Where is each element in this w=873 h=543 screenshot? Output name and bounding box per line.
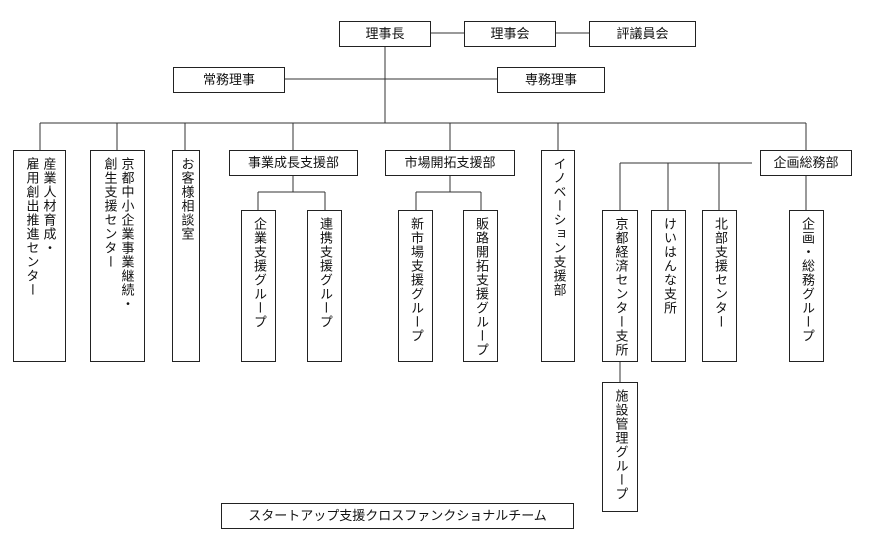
hokubu-center-label: 北部支援センター [712, 217, 727, 329]
board-box: 理事会 [464, 21, 556, 47]
new-market-group-box: 新市場支援グループ [398, 210, 433, 362]
company-support-group-box: 企業支援グループ [241, 210, 276, 362]
keihanna-branch-box: けいはんな支所 [651, 210, 686, 362]
succession-center-box: 京都中小企業事業継続・ 創生支援センター [90, 150, 145, 362]
collab-support-group-label: 連携支援グループ [317, 217, 332, 329]
startup-team-label: スタートアップ支援クロスファンクショナルチーム [248, 508, 547, 524]
innovation-dept-box: イノベーション支援部 [541, 150, 575, 362]
startup-team-box: スタートアップ支援クロスファンクショナルチーム [221, 503, 574, 529]
planning-dept-box: 企画総務部 [760, 150, 852, 176]
industry-center-line2: 雇用創出推進センター [23, 157, 39, 297]
keizai-center-branch-box: 京都経済センター支所 [602, 210, 638, 362]
keihanna-branch-label: けいはんな支所 [661, 217, 676, 315]
sales-channel-group-label: 販路開拓支援グループ [473, 217, 488, 357]
market-dept-box: 市場開拓支援部 [385, 150, 515, 176]
planning-dept-label: 企画総務部 [773, 155, 839, 171]
planning-group-label: 企画・総務グループ [799, 217, 814, 343]
standing-director-label: 常務理事 [202, 72, 255, 88]
sales-channel-group-box: 販路開拓支援グループ [463, 210, 498, 362]
new-market-group-label: 新市場支援グループ [408, 217, 423, 343]
collab-support-group-box: 連携支援グループ [307, 210, 342, 362]
consultation-label: お客様相談室 [178, 157, 194, 241]
industry-center-box: 産業人材育成・ 雇用創出推進センター [13, 150, 66, 362]
hokubu-center-box: 北部支援センター [702, 210, 737, 362]
innovation-dept-label: イノベーション支援部 [550, 157, 566, 297]
planning-group-box: 企画・総務グループ [789, 210, 824, 362]
executive-director-label: 専務理事 [524, 72, 577, 88]
company-support-group-label: 企業支援グループ [251, 217, 266, 329]
facility-group-box: 施設管理グループ [602, 382, 638, 512]
councilors-box: 評議員会 [589, 21, 696, 47]
chairman-label: 理事長 [365, 26, 405, 42]
growth-dept-box: 事業成長支援部 [229, 150, 358, 176]
councilors-label: 評議員会 [616, 26, 669, 42]
board-label: 理事会 [490, 26, 530, 42]
standing-director-box: 常務理事 [173, 67, 285, 93]
market-dept-label: 市場開拓支援部 [404, 155, 496, 171]
executive-director-box: 専務理事 [497, 67, 605, 93]
consultation-box: お客様相談室 [172, 150, 200, 362]
growth-dept-label: 事業成長支援部 [247, 155, 339, 171]
industry-center-line1: 産業人材育成・ [40, 157, 56, 255]
keizai-center-branch-label: 京都経済センター支所 [612, 217, 628, 357]
succession-center-line1: 京都中小企業事業継続・ [118, 157, 134, 311]
facility-group-label: 施設管理グループ [612, 389, 628, 501]
succession-center-line2: 創生支援センター [101, 157, 117, 269]
chairman-box: 理事長 [339, 21, 431, 47]
